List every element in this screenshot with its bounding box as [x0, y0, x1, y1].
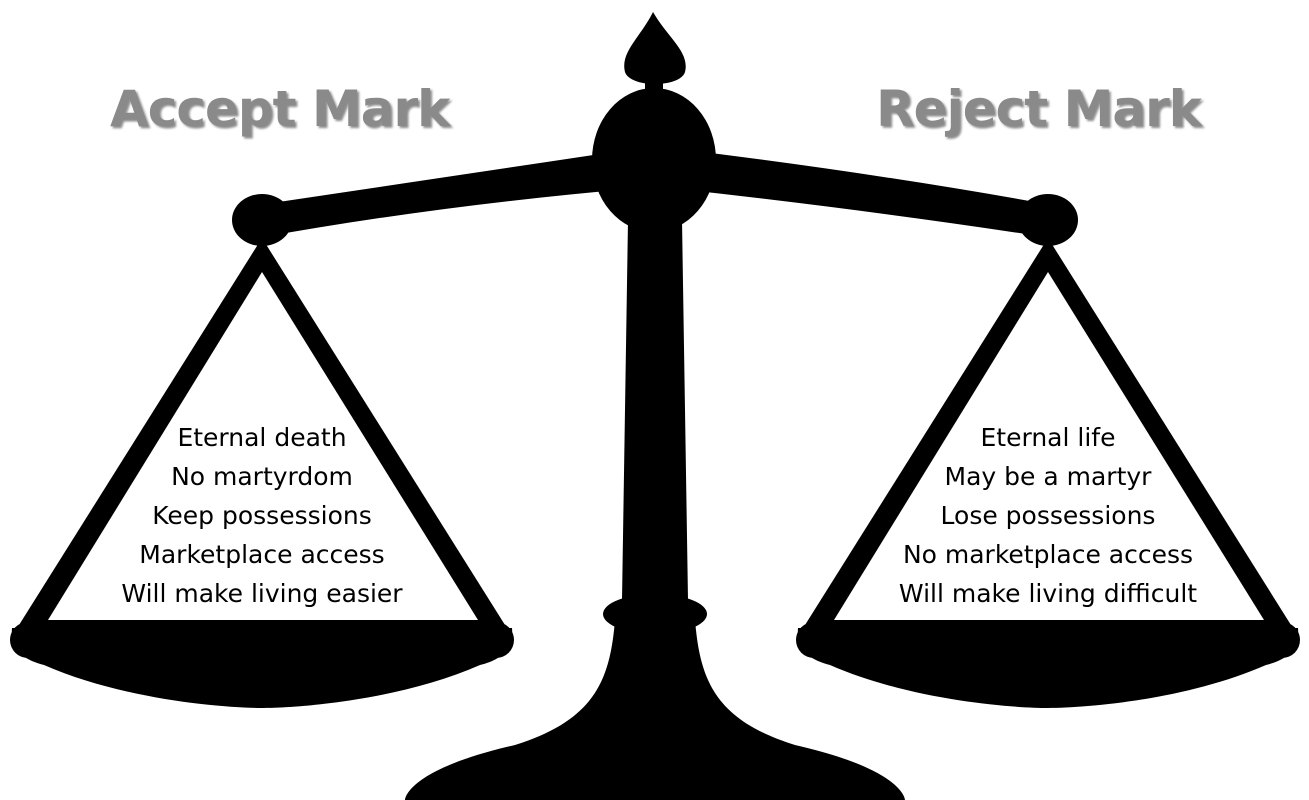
left-pan-list: Eternal death No martyrdom Keep possessi… — [82, 418, 442, 613]
right-pan-list: Eternal life May be a martyr Lose posses… — [868, 418, 1228, 613]
scale-finial — [624, 12, 686, 84]
left-pan-rim-left — [10, 622, 46, 658]
scale-hub — [592, 88, 716, 232]
left-pan-bowl — [12, 628, 512, 708]
right-pan-rim-right — [1264, 622, 1300, 658]
right-pan-item: May be a martyr — [868, 457, 1228, 496]
right-pan-bowl — [798, 628, 1298, 708]
right-pan-item: Eternal life — [868, 418, 1228, 457]
left-pan-item: Marketplace access — [82, 535, 442, 574]
left-pan-item: Keep possessions — [82, 496, 442, 535]
heading-reject-mark: Reject Mark — [876, 80, 1201, 138]
left-pan-item: Eternal death — [82, 418, 442, 457]
right-pan-item: Will make living difficult — [868, 574, 1228, 613]
left-pan-rim-right — [478, 622, 514, 658]
right-pan-rim-left — [796, 622, 832, 658]
right-pan-item: No marketplace access — [868, 535, 1228, 574]
scale-pillar — [622, 220, 688, 600]
left-pan-item: No martyrdom — [82, 457, 442, 496]
heading-accept-mark: Accept Mark — [110, 80, 449, 138]
left-pan-item: Will make living easier — [82, 574, 442, 613]
right-pan-item: Lose possessions — [868, 496, 1228, 535]
